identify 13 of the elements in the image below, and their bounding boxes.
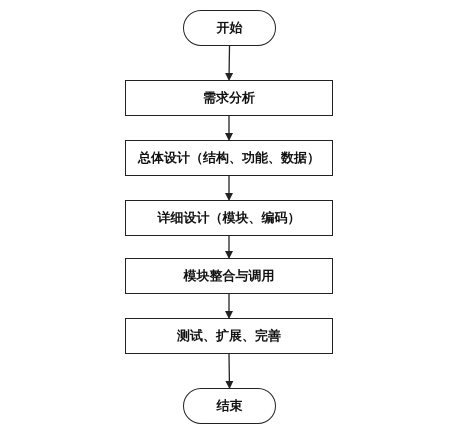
- process-box: 详细设计（模块、编码）: [125, 200, 333, 236]
- arrow: [225, 176, 233, 201]
- terminal-box: 结束: [183, 388, 276, 424]
- arrow: [225, 116, 233, 141]
- process-box: 模块整合与调用: [125, 258, 333, 294]
- process-box: 总体设计（结构、功能、数据）: [125, 140, 333, 176]
- arrow: [225, 236, 233, 259]
- process-box: 测试、扩展、完善: [125, 318, 333, 354]
- arrow: [225, 46, 234, 81]
- arrow: [225, 354, 234, 389]
- process-box: 需求分析: [125, 80, 333, 116]
- terminal-box: 开始: [183, 10, 276, 46]
- arrow: [225, 294, 233, 319]
